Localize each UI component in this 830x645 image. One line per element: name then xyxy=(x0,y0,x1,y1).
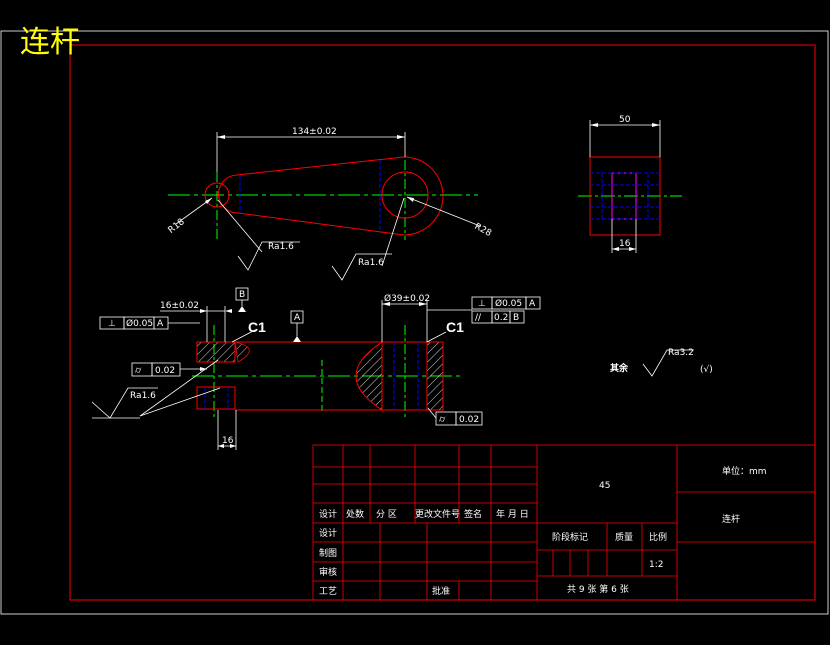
tb-header-1: 处数 xyxy=(346,508,364,520)
cyl-right-tolerance: 0.02 xyxy=(459,415,479,425)
fcf-left-datum: A xyxy=(157,319,164,329)
tb-row-3: 工艺 xyxy=(319,586,337,597)
dim-large-bore: Ø39±0.02 xyxy=(384,293,430,304)
cyl-right-symbol: ⌭ xyxy=(439,415,446,425)
tb-header-4: 签名 xyxy=(464,508,482,520)
title-block xyxy=(312,444,816,601)
tb-approve: 批准 xyxy=(432,585,450,597)
roughness-section: Ra1.6 xyxy=(130,391,156,401)
fcf-right-2-tolerance: 0.2 xyxy=(494,313,508,323)
tb-mass-label: 质量 xyxy=(615,531,633,543)
general-roughness-mark: (√) xyxy=(700,364,713,375)
general-roughness-value: Ra3.2 xyxy=(668,348,694,358)
dim-side-width: 50 xyxy=(619,115,631,125)
fcf-left-tolerance: Ø0.05 xyxy=(126,318,153,329)
tb-header-5: 年 月 日 xyxy=(496,508,529,520)
drawing-title: 连杆 xyxy=(20,25,80,60)
dim-small-bore: 16±0.02 xyxy=(160,301,199,311)
tb-header-3: 更改文件号 xyxy=(415,508,460,520)
small-bore xyxy=(204,182,230,208)
side-outline xyxy=(589,156,661,236)
roughness-top-1: Ra1.6 xyxy=(268,242,294,252)
tb-unit: 单位：mm xyxy=(722,465,767,477)
tb-header-2: 分 区 xyxy=(376,509,397,520)
tb-part-name: 连杆 xyxy=(722,513,740,525)
tb-stage-label: 阶段标记 xyxy=(552,531,588,543)
fcf-right-1-datum: A xyxy=(529,299,536,309)
datum-b: B xyxy=(239,290,245,300)
roughness-top-2: Ra1.6 xyxy=(358,258,384,268)
dim-side-bore: 16 xyxy=(619,239,631,249)
tb-material: 45 xyxy=(599,481,610,491)
general-roughness: 其余 Ra3.2 (√) xyxy=(610,348,713,377)
fcf-right-1-tolerance: Ø0.05 xyxy=(495,298,522,309)
datum-a: A xyxy=(294,313,301,323)
fcf-right-1-symbol: ⊥ xyxy=(478,299,486,309)
tb-row-1: 制图 xyxy=(319,547,337,559)
fcf-right-2-symbol: // xyxy=(475,313,482,323)
general-roughness-label: 其余 xyxy=(610,362,629,374)
chamfer-left: C1 xyxy=(248,319,266,335)
outer-frame xyxy=(0,30,829,615)
large-bore xyxy=(381,171,429,219)
dim-bottom-width: 16 xyxy=(222,436,234,446)
tb-scale: 1:2 xyxy=(649,560,663,570)
tb-header-0: 设计 xyxy=(319,508,337,520)
chamfer-right: C1 xyxy=(446,319,464,335)
side-view: 50 16 xyxy=(578,115,682,253)
link-outline xyxy=(218,156,444,236)
tb-scale-label: 比例 xyxy=(649,531,667,543)
cyl-left-symbol: ⌭ xyxy=(135,366,142,376)
tb-sheets: 共 9 张 第 6 张 xyxy=(567,583,629,595)
section-view: 16±0.02 Ø39±0.02 16 C1 C1 A B ⊥ xyxy=(91,287,541,450)
cyl-left-tolerance: 0.02 xyxy=(155,366,175,376)
tb-row-0: 设计 xyxy=(319,527,337,539)
tb-row-2: 审核 xyxy=(319,566,337,578)
dim-center-distance: 134±0.02 xyxy=(292,127,337,137)
fcf-left-symbol: ⊥ xyxy=(108,319,116,329)
fcf-right-2-datum: B xyxy=(513,313,519,323)
title-block-text: 设计 处数 分 区 更改文件号 签名 年 月 日 设计 制图 审核 工艺 批准 … xyxy=(319,465,767,597)
